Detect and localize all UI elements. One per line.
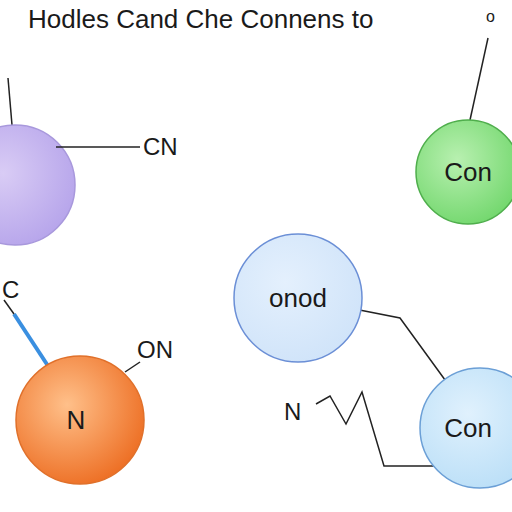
label: N: [284, 398, 301, 426]
connector-line: [361, 310, 445, 379]
node-text: Con: [444, 413, 492, 444]
title: Hodles Cand Che Connens to: [28, 4, 373, 35]
light-blue-circle: Con: [418, 366, 512, 490]
green-circle: Con: [414, 118, 512, 226]
blue-stick: [14, 314, 52, 372]
leader-line: [56, 146, 140, 148]
node-text: Con: [444, 157, 492, 188]
leader-line: [125, 362, 140, 372]
label: C: [2, 276, 19, 304]
label: CN: [143, 133, 178, 161]
label: o: [486, 8, 495, 26]
leader-line: [470, 38, 488, 120]
node-text: onod: [269, 283, 327, 314]
label: ON: [137, 336, 173, 364]
leader-line: [8, 78, 12, 125]
node-text: N: [67, 405, 86, 436]
orange-circle: N: [14, 354, 146, 486]
purple-circle: [0, 125, 75, 245]
blue-circle: onod: [232, 232, 364, 364]
